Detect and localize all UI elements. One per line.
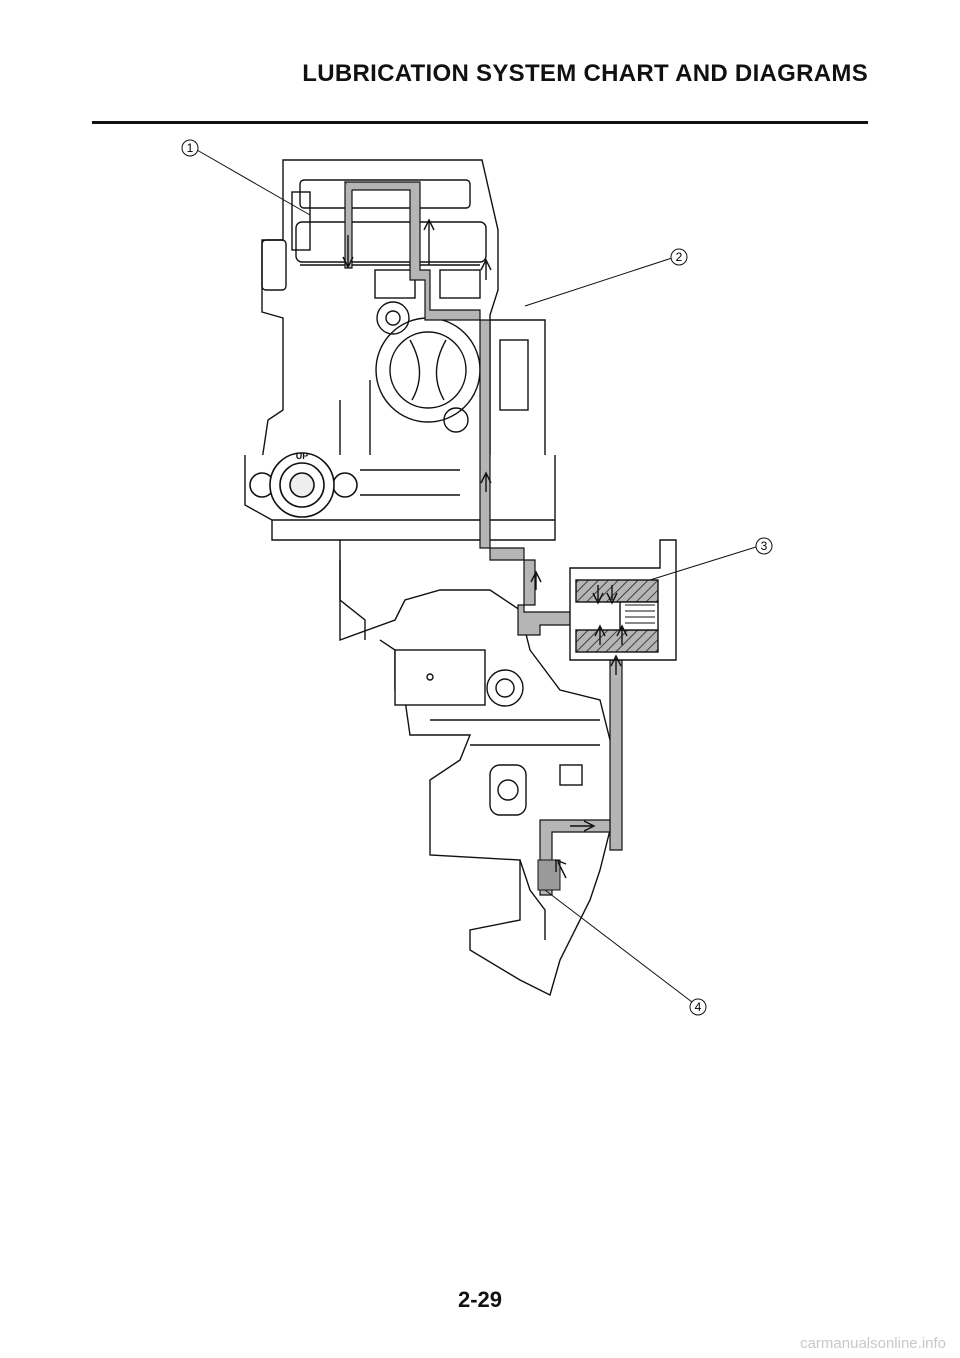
up-cap	[249, 452, 358, 518]
callout-1-number: 1	[187, 141, 194, 155]
callout-1: 1	[181, 139, 199, 157]
watermark: carmanualsonline.info	[800, 1335, 946, 1352]
callout-2: 2	[670, 248, 688, 266]
oil-filter	[569, 539, 677, 661]
crankcase	[339, 560, 616, 997]
callout-2-number: 2	[676, 250, 683, 264]
callout-3-number: 3	[761, 539, 768, 553]
callout-4: 4	[689, 998, 707, 1016]
header-rule	[92, 121, 868, 124]
flow-arrows	[342, 218, 628, 879]
leader-lines	[196, 149, 757, 1003]
up-stamp: UP	[296, 451, 309, 461]
callout-3: 3	[755, 537, 773, 555]
callout-4-number: 4	[695, 1000, 702, 1014]
cylinder-head	[261, 159, 499, 461]
page-number: 2-29	[457, 1287, 503, 1312]
page-title: LUBRICATION SYSTEM CHART AND DIAGRAMS	[302, 60, 868, 87]
oil-passage	[343, 181, 623, 896]
